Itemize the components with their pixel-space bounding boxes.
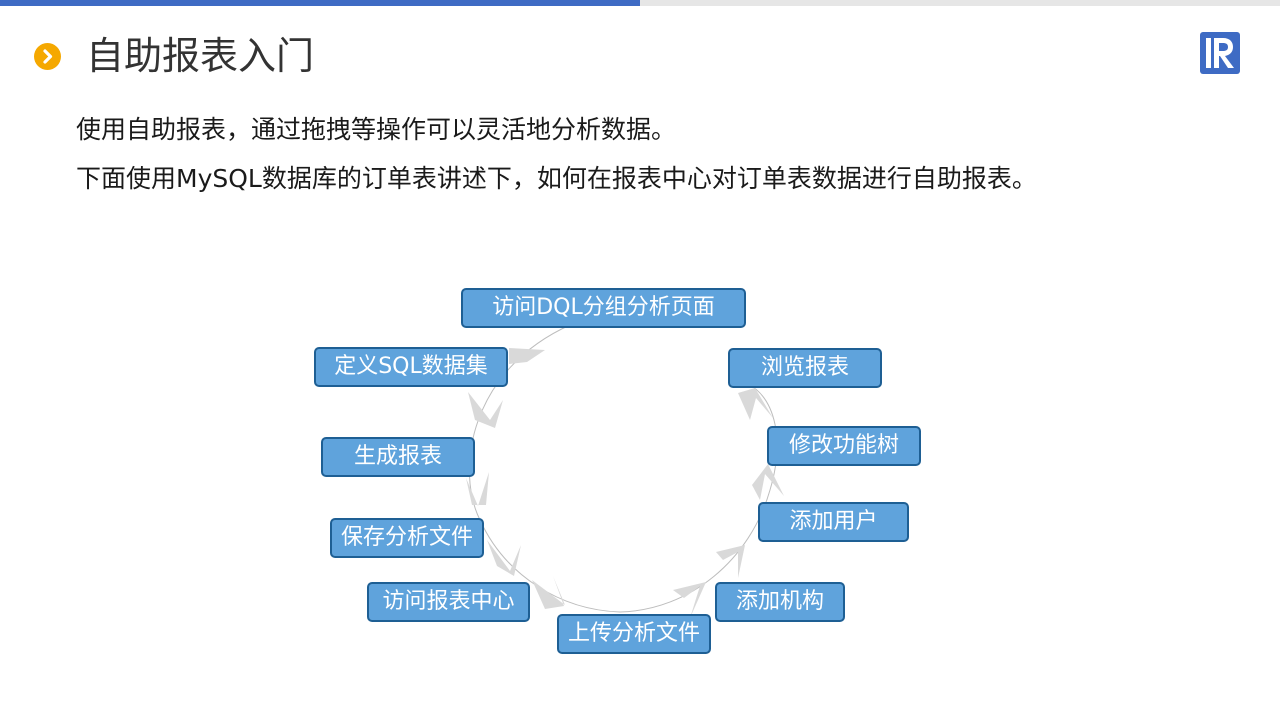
flow-step-save-analysis-file: 保存分析文件 bbox=[330, 518, 484, 558]
flow-step-browse-report: 浏览报表 bbox=[728, 348, 882, 388]
flow-step-upload-analysis-file: 上传分析文件 bbox=[557, 614, 711, 654]
flow-arrow-9 bbox=[738, 388, 773, 420]
flow-step-modify-function-tree: 修改功能树 bbox=[767, 426, 921, 466]
flow-arrow-8 bbox=[752, 464, 784, 500]
flow-arrow-4 bbox=[487, 540, 521, 576]
flow-arrow-1 bbox=[509, 348, 545, 364]
top-accent-bar bbox=[0, 0, 640, 6]
chevron-right-icon bbox=[34, 43, 61, 70]
flow-arrow-5 bbox=[532, 576, 565, 609]
flow-step-visit-report-center: 访问报表中心 bbox=[367, 582, 530, 622]
flow-step-generate-report: 生成报表 bbox=[321, 437, 475, 477]
flow-arrow-6 bbox=[673, 582, 706, 618]
flow-arrow-2 bbox=[468, 392, 503, 428]
flow-step-add-organization: 添加机构 bbox=[715, 582, 845, 622]
flow-step-add-user: 添加用户 bbox=[758, 502, 909, 542]
page-title: 自助报表入门 bbox=[86, 34, 315, 78]
top-grey-bar bbox=[640, 0, 1280, 6]
flow-step-visit-dql: 访问DQL分组分析页面 bbox=[461, 288, 746, 328]
r-logo-icon bbox=[1199, 31, 1241, 75]
flow-arrow-3 bbox=[466, 472, 489, 506]
flow-arrow-7 bbox=[716, 545, 745, 578]
intro-line-1: 使用自助报表，通过拖拽等操作可以灵活地分析数据。 bbox=[76, 115, 677, 144]
intro-line-2: 下面使用MySQL数据库的订单表讲述下，如何在报表中心对订单表数据进行自助报表。 bbox=[76, 164, 1037, 193]
flow-step-define-sql-dataset: 定义SQL数据集 bbox=[314, 347, 508, 387]
